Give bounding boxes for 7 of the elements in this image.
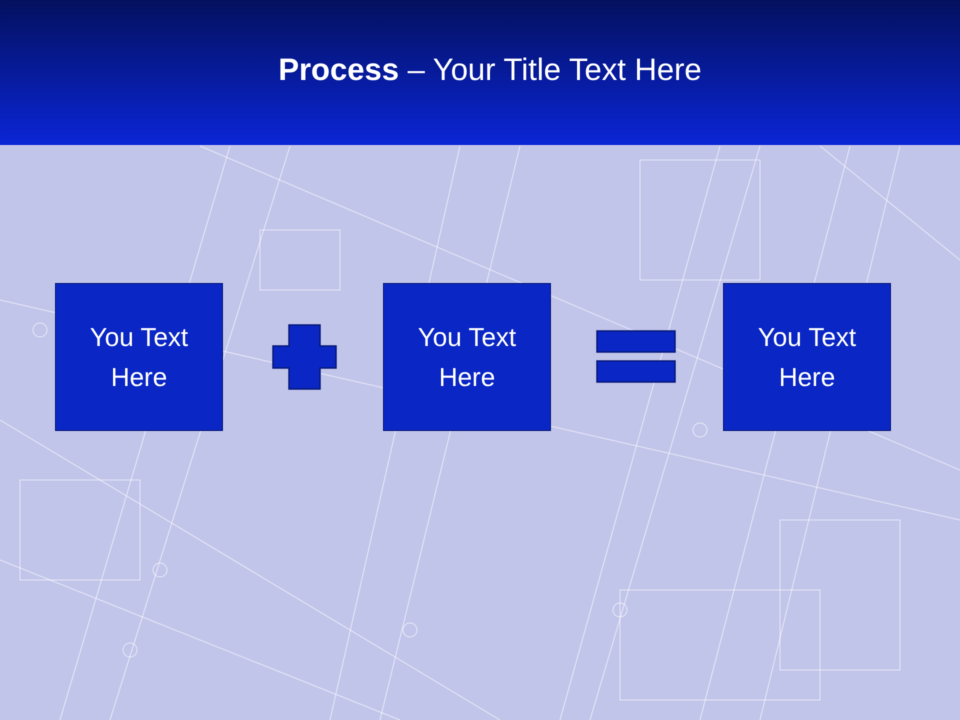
process-box (383, 283, 551, 431)
process-box (55, 283, 223, 431)
box-text: You Text Here (756, 321, 858, 394)
box-text: You Text Here (88, 321, 190, 394)
process-box (723, 283, 891, 431)
box-text: You Text Here (416, 321, 518, 394)
slide-title: Process – Your Title Text Here (277, 52, 703, 88)
